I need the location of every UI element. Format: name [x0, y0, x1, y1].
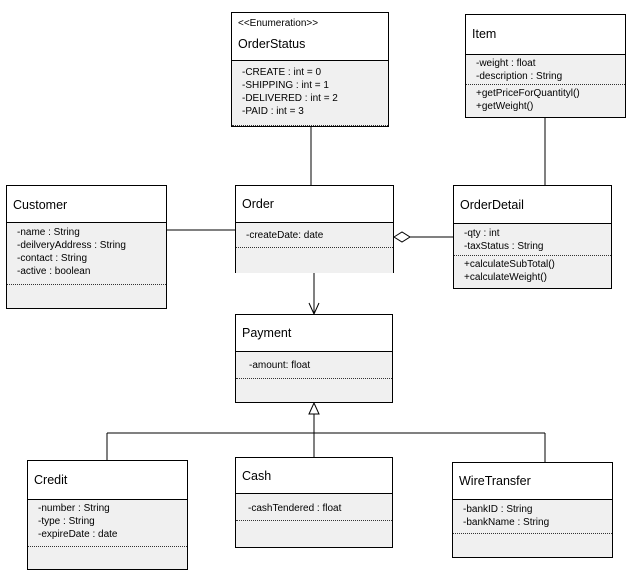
generalization-triangle	[308, 401, 320, 415]
class-header: Payment	[236, 315, 392, 352]
class-name: Item	[472, 27, 497, 41]
attribute: -type : String	[38, 516, 95, 527]
attribute: -name : String	[17, 227, 80, 238]
class-name: OrderStatus	[238, 37, 306, 51]
attribute: -taxStatus : String	[464, 241, 544, 252]
operation: +calculateWeight()	[464, 272, 547, 283]
attribute: -bankName : String	[463, 517, 550, 528]
class-header: OrderDetail	[454, 186, 611, 224]
class-header: Credit	[28, 461, 187, 500]
operations-compartment	[28, 547, 187, 569]
attributes-compartment: -createDate: date	[236, 223, 393, 248]
class-name: OrderDetail	[460, 198, 524, 212]
class-header: WireTransfer	[453, 463, 612, 500]
class-wiretransfer: WireTransfer -bankID : String -bankName …	[452, 462, 613, 558]
class-payment: Payment -amount: float	[235, 314, 393, 403]
attribute: -contact : String	[17, 253, 88, 264]
class-orderdetail: OrderDetail -qty : int -taxStatus : Stri…	[453, 185, 612, 289]
attribute: -active : boolean	[17, 266, 91, 277]
class-header: Item	[466, 15, 625, 55]
attribute: -PAID : int = 3	[242, 106, 304, 117]
attributes-compartment: -number : String -type : String -expireD…	[28, 500, 187, 547]
attribute: -DELIVERED : int = 2	[242, 93, 338, 104]
attribute: -CREATE : int = 0	[242, 67, 322, 78]
class-name: WireTransfer	[459, 474, 531, 488]
attribute: -deilveryAddress : String	[17, 240, 126, 251]
attribute: -expireDate : date	[38, 529, 118, 540]
operations-compartment	[453, 534, 612, 557]
class-order: Order -createDate: date	[235, 185, 394, 273]
attributes-compartment: -amount: float	[236, 352, 392, 379]
attribute: -createDate: date	[246, 230, 324, 241]
class-name: Order	[242, 197, 274, 211]
attribute: -cashTendered : float	[248, 503, 342, 514]
class-header: Order	[236, 186, 393, 223]
class-name: Customer	[13, 198, 68, 212]
class-item: Item -weight : float -description : Stri…	[465, 14, 626, 118]
operations-compartment	[236, 379, 392, 402]
attributes-compartment: -weight : float -description : String	[466, 55, 625, 85]
aggregation-diamond	[393, 231, 411, 243]
class-name: Payment	[242, 326, 292, 340]
operations-compartment: +getPriceForQuantityl() +getWeight()	[466, 85, 625, 117]
class-header: Customer	[7, 186, 166, 223]
attribute: -bankID : String	[463, 504, 533, 515]
attributes-compartment: -qty : int -taxStatus : String	[454, 224, 611, 256]
class-header: Cash	[236, 458, 392, 494]
attribute: -qty : int	[464, 228, 500, 239]
class-name: Credit	[34, 473, 68, 487]
attributes-compartment: -CREATE : int = 0 -SHIPPING : int = 1 -D…	[232, 61, 388, 126]
attributes-compartment: -bankID : String -bankName : String	[453, 500, 612, 534]
stereotype-label: <<Enumeration>>	[238, 18, 319, 29]
class-customer: Customer -name : String -deilveryAddress…	[6, 185, 167, 309]
operations-compartment	[236, 248, 393, 273]
class-name: Cash	[242, 469, 272, 483]
operation: +calculateSubTotal()	[464, 259, 555, 270]
operation: +getPriceForQuantityl()	[476, 88, 580, 99]
class-header: <<Enumeration>> OrderStatus	[232, 13, 388, 61]
attributes-compartment: -cashTendered : float	[236, 494, 392, 521]
attribute: -number : String	[38, 503, 110, 514]
attribute: -amount: float	[249, 360, 311, 371]
operations-compartment	[7, 285, 166, 308]
class-orderstatus: <<Enumeration>> OrderStatus -CREATE : in…	[231, 12, 389, 127]
attribute: -description : String	[476, 71, 563, 82]
class-cash: Cash -cashTendered : float	[235, 457, 393, 548]
attributes-compartment: -name : String -deilveryAddress : String…	[7, 223, 166, 285]
operations-compartment: +calculateSubTotal() +calculateWeight()	[454, 256, 611, 288]
attribute: -SHIPPING : int = 1	[242, 80, 329, 91]
class-credit: Credit -number : String -type : String -…	[27, 460, 188, 570]
attribute: -weight : float	[476, 58, 536, 69]
operations-compartment	[236, 521, 392, 547]
operation: +getWeight()	[476, 101, 534, 112]
